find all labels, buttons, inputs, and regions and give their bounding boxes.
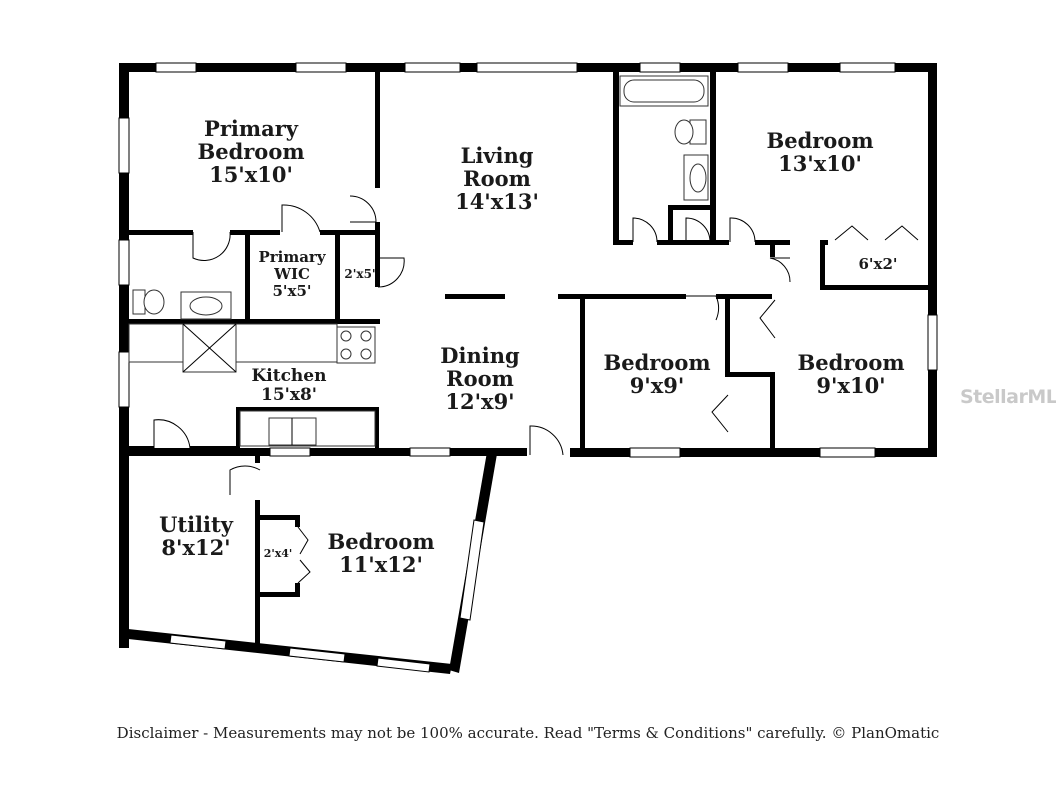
kitchen-size: 15'x8' bbox=[261, 385, 317, 405]
bedroom-sw-size: 11'x12' bbox=[339, 552, 423, 577]
dining-room-name-2: Room bbox=[446, 366, 514, 391]
interior-walls bbox=[129, 72, 937, 648]
windows bbox=[118, 62, 938, 673]
primary-wic-name-2: WIC bbox=[273, 265, 310, 283]
closet-2x4-size: 2'x4' bbox=[264, 547, 293, 560]
stellarmls-watermark: StellarMLS bbox=[960, 386, 1056, 408]
living-room-name-1: Living bbox=[461, 143, 534, 168]
bedroom-ne-size: 13'x10' bbox=[778, 151, 862, 176]
dining-room-size: 12'x9' bbox=[445, 389, 514, 414]
primary-bedroom-name-2: Bedroom bbox=[197, 139, 304, 164]
primary-wic-size: 5'x5' bbox=[272, 282, 311, 300]
utility-name: Utility bbox=[159, 512, 234, 537]
bedroom-sw-name: Bedroom bbox=[327, 529, 434, 554]
bedroom-east-size: 9'x10' bbox=[816, 373, 885, 398]
primary-bedroom-name-1: Primary bbox=[204, 116, 299, 141]
disclaimer-text: Disclaimer - Measurements may not be 100… bbox=[116, 724, 940, 742]
bedroom-mid-size: 9'x9' bbox=[630, 373, 685, 398]
primary-wic-name-1: Primary bbox=[258, 248, 326, 266]
living-room-size: 14'x13' bbox=[455, 189, 539, 214]
kitchen-name: Kitchen bbox=[252, 366, 327, 386]
bedroom-ne-name: Bedroom bbox=[766, 128, 873, 153]
primary-bedroom-size: 15'x10' bbox=[209, 162, 293, 187]
bedroom-east-name: Bedroom bbox=[797, 350, 904, 375]
bedroom-mid-name: Bedroom bbox=[603, 350, 710, 375]
closet-ne-size: 6'x2' bbox=[858, 255, 897, 273]
doors-and-fixtures bbox=[128, 75, 919, 584]
dining-room-name-1: Dining bbox=[440, 343, 520, 368]
room-labels: Primary Bedroom 15'x10' Living Room 14'x… bbox=[159, 116, 904, 577]
closet-2x5-size: 2'x5' bbox=[344, 267, 375, 281]
utility-size: 8'x12' bbox=[161, 535, 230, 560]
living-room-name-2: Room bbox=[463, 166, 531, 191]
